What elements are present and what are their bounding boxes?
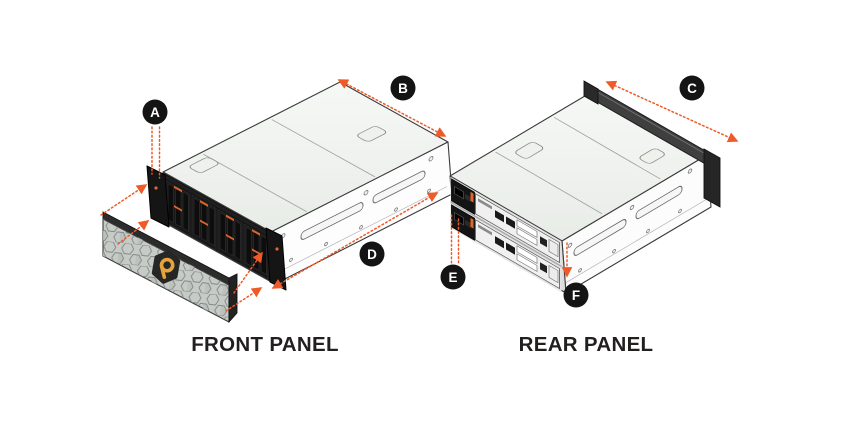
- bezel-end-cap: [228, 273, 238, 324]
- bezel-guide-arrow-right-bottom: [225, 287, 263, 312]
- ear-led-right: [275, 247, 279, 251]
- bezel-bar-right-cap: [703, 148, 721, 208]
- rear-chassis-side-details: [564, 168, 706, 285]
- callout-badge-e: E: [440, 264, 466, 290]
- rear-panel-view: C E F REAR PANEL: [440, 75, 739, 356]
- callout-badge-a: A: [142, 99, 168, 125]
- bezel-bar-left-cap: [583, 80, 599, 105]
- front-panel-caption: FRONT PANEL: [191, 333, 339, 356]
- callout-letter-f: F: [572, 288, 580, 303]
- dimension-line-d: [271, 192, 439, 289]
- callout-letter-d: D: [367, 247, 377, 262]
- callout-badge-d: D: [359, 241, 385, 267]
- rear-io-details: [450, 176, 562, 293]
- callout-badge-b: B: [390, 75, 416, 101]
- rear-panel-caption: REAR PANEL: [519, 333, 654, 356]
- callout-badge-c: C: [679, 75, 705, 101]
- callout-letter-a: A: [150, 105, 160, 120]
- dimension-line-c: [605, 80, 739, 143]
- controller-1: [451, 178, 560, 264]
- pure-storage-hex-logo-icon: [151, 250, 181, 284]
- front-panel-view: A B D FRONT PANEL: [100, 75, 453, 356]
- callout-badge-f: F: [563, 282, 589, 308]
- front-bezel: [102, 211, 238, 324]
- dimension-line-b: [337, 79, 447, 137]
- front-left-rack-ear: [146, 165, 170, 228]
- bezel-guide-arrow-left-top: [100, 184, 148, 216]
- rear-chassis-top-details: [495, 117, 665, 214]
- drive-latch-accents: [174, 185, 260, 255]
- controller-2: [451, 204, 560, 290]
- drive-bays: [164, 174, 270, 281]
- ear-led-left: [154, 186, 158, 190]
- bezel-guide-arrow-left-bottom: [117, 220, 150, 245]
- callout-letter-e: E: [448, 270, 457, 285]
- bezel-guide-arrow-right-top: [233, 251, 263, 294]
- callout-letter-c: C: [687, 81, 697, 96]
- callout-letter-b: B: [398, 81, 408, 96]
